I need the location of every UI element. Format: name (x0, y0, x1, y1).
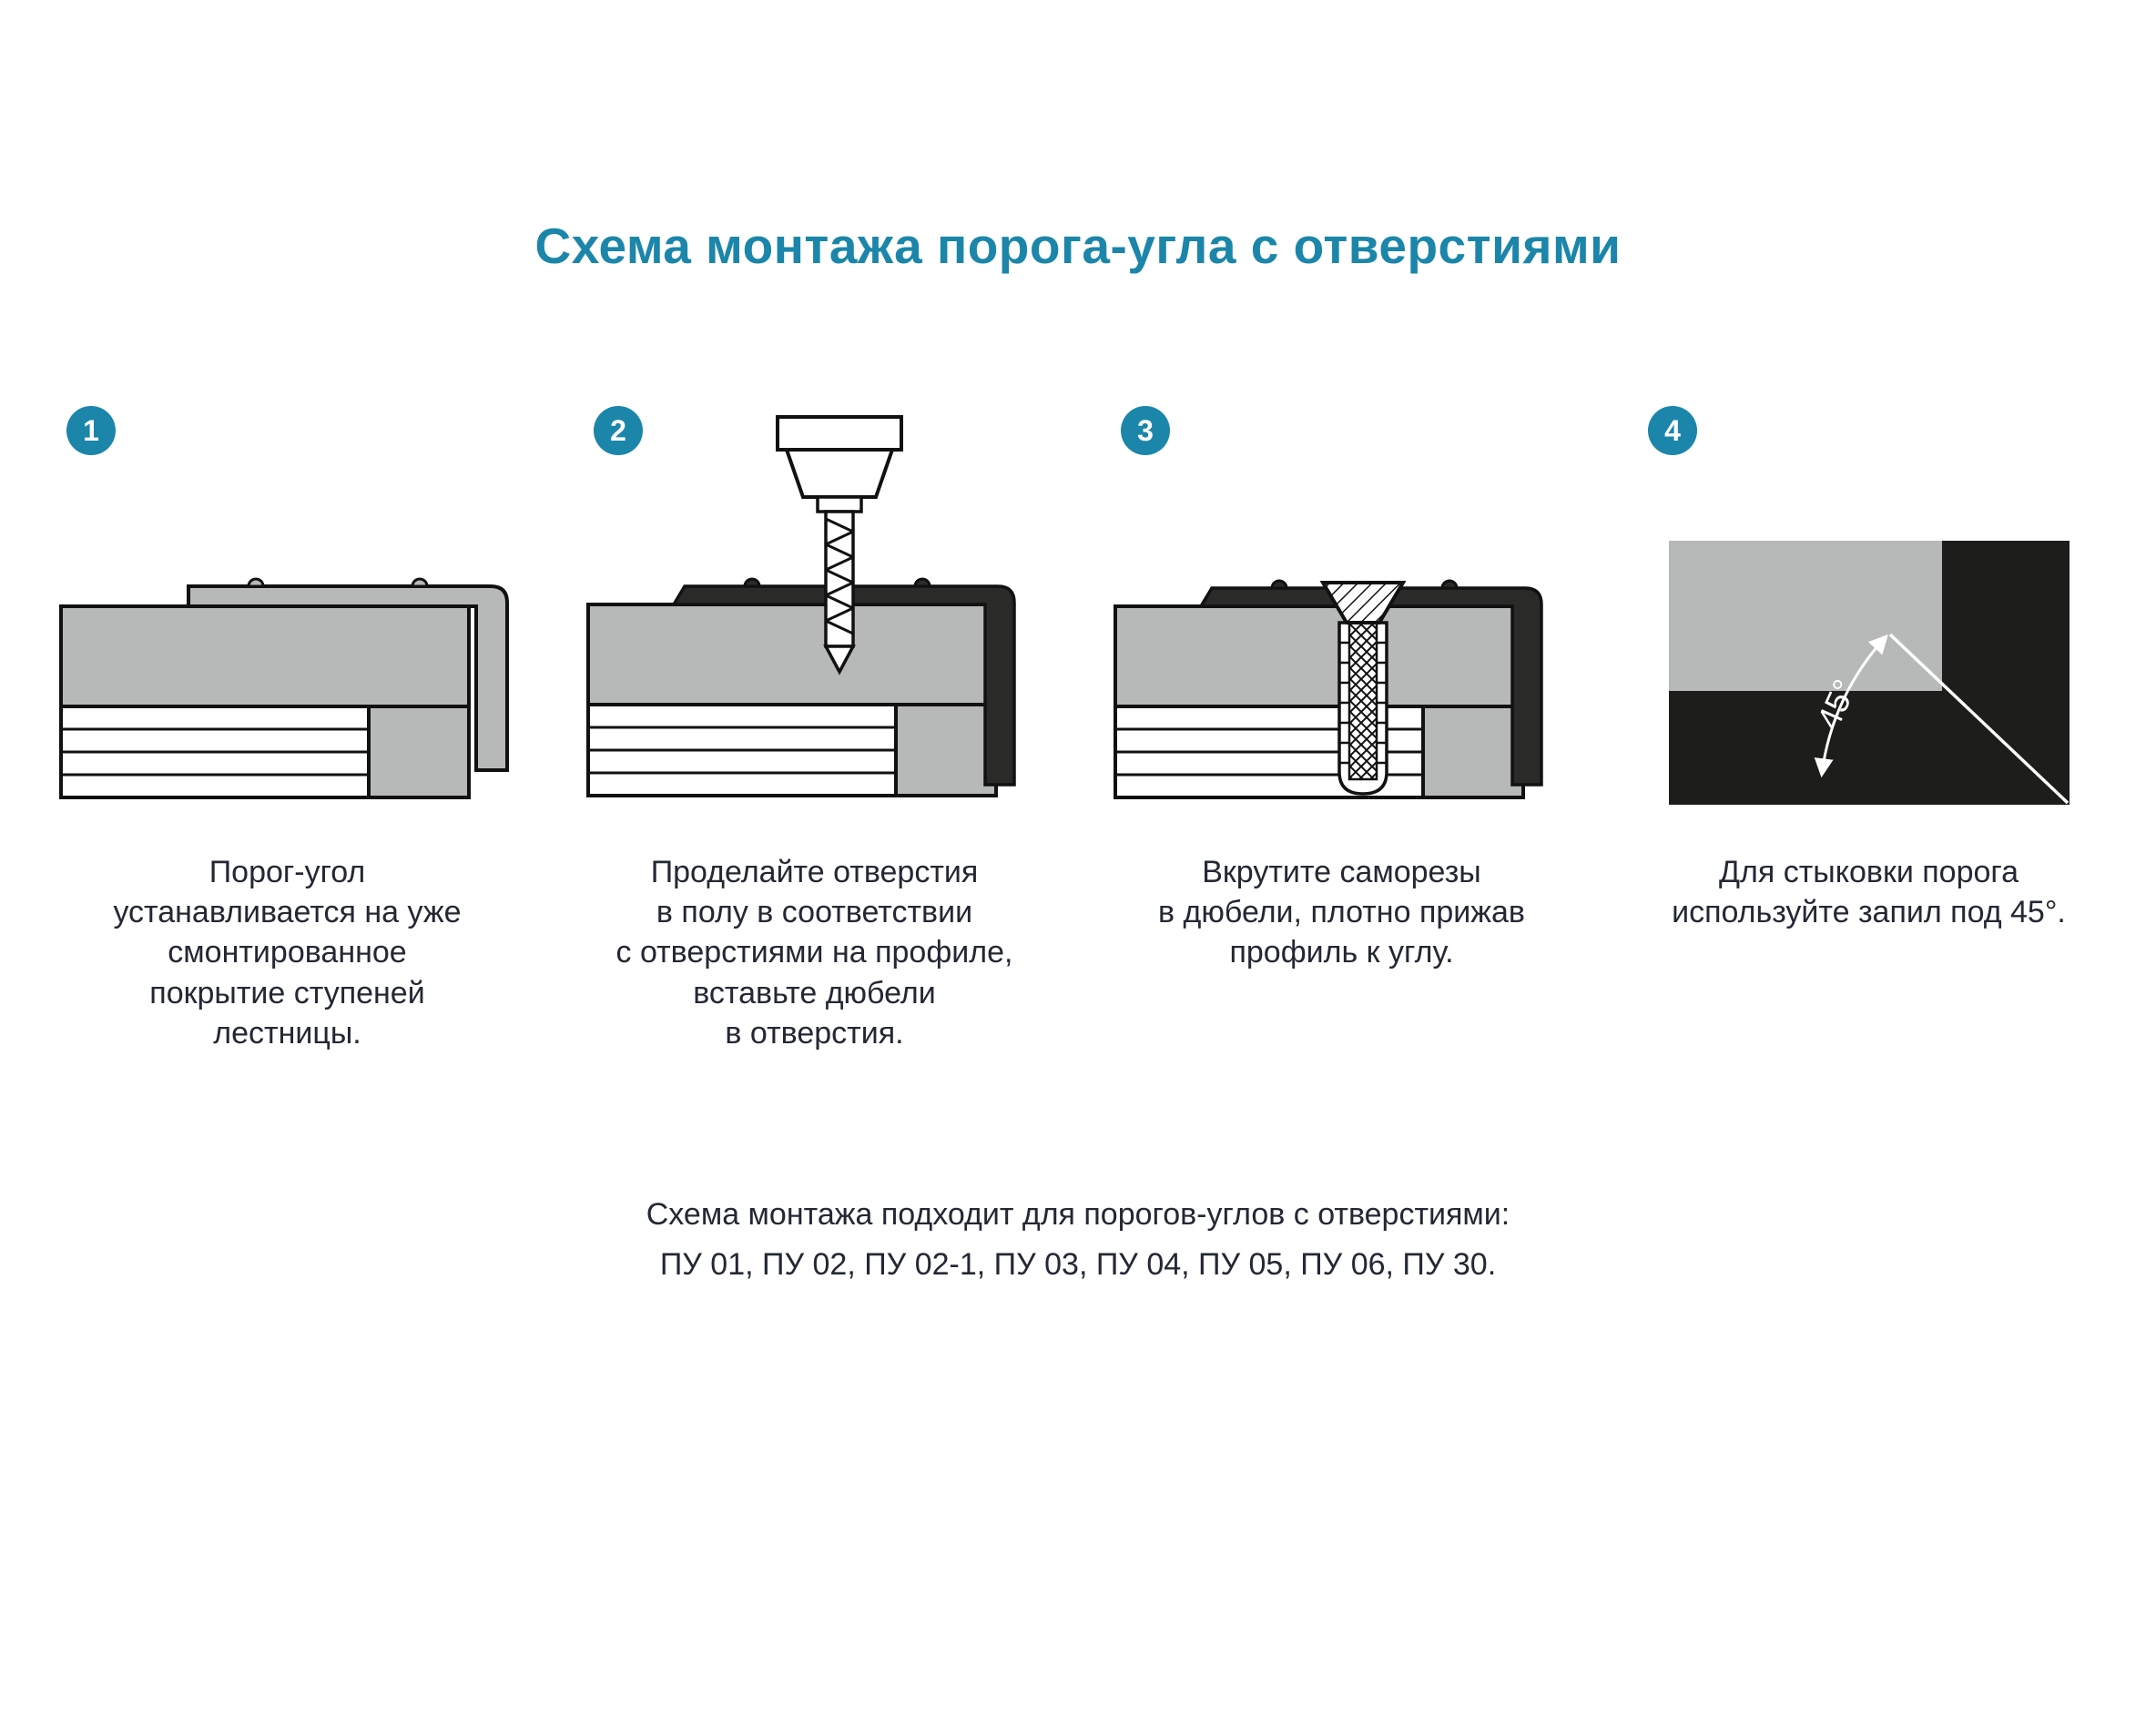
footer-note: Схема монтажа подходит для порогов-углов… (646, 1196, 1510, 1283)
step-2: 2 (566, 370, 1063, 1053)
step-3: 3 (1093, 370, 1590, 1053)
threshold-profile-top-view (1668, 541, 1942, 691)
step-caption: Порог-угол устанавливается на уже смонти… (113, 855, 462, 1051)
step-number-badge: 4 (1648, 406, 1697, 455)
threshold-profile (1197, 579, 1543, 787)
step-4: 4 45° Для стыковки порога используйте за… (1621, 370, 2117, 1053)
corner-profile (186, 577, 509, 772)
corner-profile-on-stair-illustration (58, 577, 509, 799)
screw-head-icon (1318, 581, 1407, 624)
step-3-illustration-wrap (1093, 370, 1590, 805)
step-1-illustration-wrap (39, 370, 535, 805)
miter-cut-line (1888, 633, 2069, 805)
step-number-badge: 3 (1121, 406, 1170, 455)
step-1: 1 (39, 370, 535, 1053)
step-4-illustration-wrap: 45° (1621, 370, 2117, 805)
dowel-icon (1337, 621, 1388, 796)
step-caption: Проделайте отверстия в полу в соответств… (615, 855, 1013, 1051)
steps-row: 1 (0, 370, 2156, 1053)
step-caption: Для стыковки порога используйте запил по… (1672, 855, 2066, 930)
screw-shaft (1348, 621, 1378, 781)
screw-into-dowel-illustration (1113, 579, 1543, 799)
drill-icon (775, 415, 903, 675)
angle-dimension-arrow (1814, 634, 1888, 778)
step-2-illustration-wrap (566, 370, 1063, 805)
page-title: Схема монтажа порога-угла с отверстиями (534, 218, 1622, 274)
miter-cut-45-illustration: 45° (1668, 541, 2070, 805)
threshold-profile (670, 577, 1016, 787)
step-number-badge: 1 (66, 406, 116, 455)
drill-through-profile-illustration (585, 415, 1016, 797)
step-caption: Вкрутите саморезы в дюбели, плотно прижа… (1158, 855, 1525, 970)
step-number-badge: 2 (594, 406, 643, 455)
installation-diagram: Схема монтажа порога-угла с отверстиями … (0, 217, 2156, 1290)
stair-step-layers (58, 604, 471, 799)
floor-layers (1113, 604, 1525, 799)
floor-layers (585, 603, 998, 797)
